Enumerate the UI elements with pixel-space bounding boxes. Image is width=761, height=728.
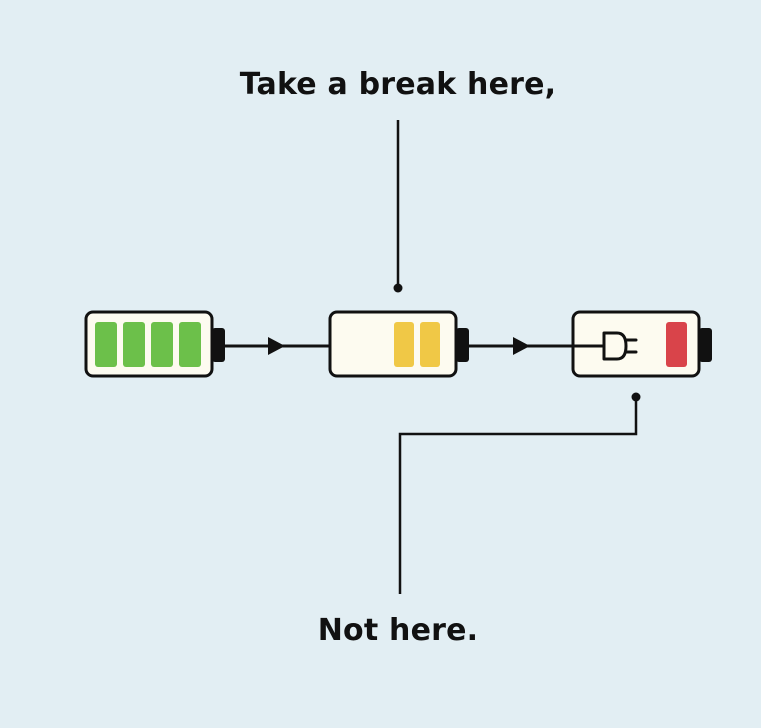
label-not-here: Not here.: [317, 613, 479, 648]
battery-half: [328, 310, 469, 378]
battery-full: [84, 310, 225, 378]
battery-low: [571, 310, 712, 378]
battery-half-bar-2: [420, 322, 440, 367]
connector-full-to-half: [222, 337, 330, 355]
label-take-a-break: Take a break here,: [239, 67, 557, 102]
plug-icon: [602, 331, 638, 361]
battery-full-bar-1: [95, 322, 117, 367]
battery-full-bar-3: [151, 322, 173, 367]
battery-half-bar-1: [394, 322, 414, 367]
callout-line-bottom: [398, 392, 641, 594]
battery-low-bar-1: [666, 322, 687, 367]
battery-full-bar-2: [123, 322, 145, 367]
callout-line-top: [393, 120, 403, 293]
battery-full-bar-4: [179, 322, 201, 367]
